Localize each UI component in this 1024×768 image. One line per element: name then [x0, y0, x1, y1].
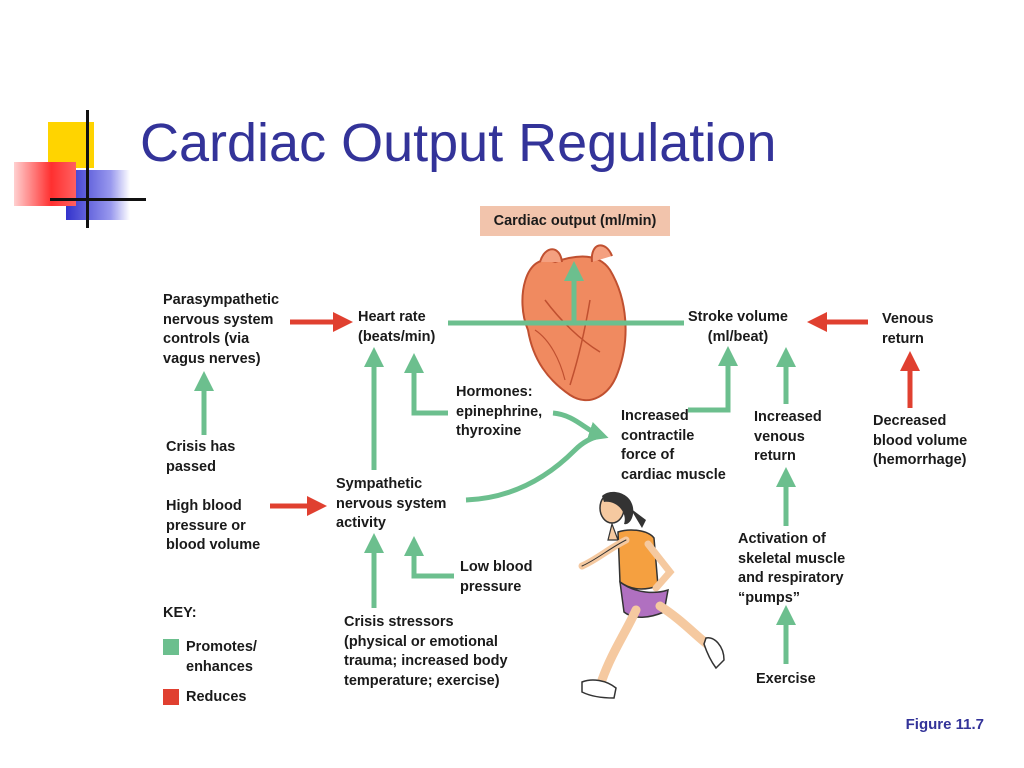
node-hormones: Hormones: epinephrine, thyroxine: [456, 384, 543, 439]
arrow-contractile-to-sv: [688, 346, 738, 413]
legend-swatch-promotes: [163, 639, 179, 655]
title-decoration: [0, 100, 150, 230]
deco-horizontal-line: [50, 198, 146, 201]
heart-icon: [521, 244, 627, 401]
promote-arrows: [194, 261, 796, 664]
arrow-sym-to-contractile: [465, 433, 601, 503]
deco-blue-square: [66, 170, 130, 220]
deco-vertical-line: [86, 110, 89, 228]
node-stroke-volume: Stroke volume (ml/beat): [688, 309, 788, 345]
slide-title: Cardiac Output Regulation: [140, 113, 777, 173]
node-heart-rate: Heart rate (beats/min): [358, 309, 436, 345]
legend-label-reduces: Reduces: [186, 689, 247, 705]
node-low-blood-pressure: Low blood pressure: [460, 559, 533, 595]
node-activation-pumps: Activation of skeletal muscle and respir…: [738, 531, 846, 606]
node-decreased-blood-volume: Decreased blood volume (hemorrhage): [873, 413, 968, 468]
legend-swatch-reduces: [163, 689, 179, 705]
node-sympathetic: Sympathetic nervous system activity: [336, 476, 447, 531]
node-parasympathetic: Parasympathetic nervous system controls …: [163, 292, 280, 367]
node-crisis-passed: Crisis has passed: [166, 439, 236, 475]
node-increased-venous-return: Increased venous return: [754, 409, 822, 464]
node-exercise: Exercise: [756, 671, 816, 687]
runner-icon: [578, 491, 725, 699]
node-venous-return: Venous return: [882, 311, 934, 347]
figure-label: Figure 11.7: [905, 716, 984, 733]
arrow-lowbp-to-sym: [404, 536, 454, 579]
reduce-arrows: [270, 312, 920, 516]
legend-label-promotes: Promotes/ enhances: [186, 639, 257, 675]
node-crisis-stressors: Crisis stressors (physical or emotional …: [344, 614, 508, 689]
node-high-blood-pressure: High blood pressure or blood volume: [166, 498, 261, 553]
arrow-hormones-to-hr: [404, 353, 448, 416]
legend-title: KEY:: [163, 605, 197, 621]
cardiac-output-box: Cardiac output (ml/min): [480, 206, 670, 236]
node-contractile-force: Increased contractile force of cardiac m…: [621, 408, 726, 483]
arrow-hormones-to-contractile: [552, 410, 609, 441]
